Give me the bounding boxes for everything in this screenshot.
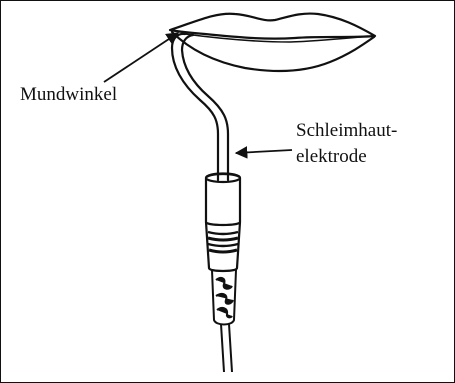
- connector: [212, 270, 236, 325]
- label-schleimhaut-line1: Schleimhaut-: [296, 120, 397, 142]
- mundwinkel-arrow: [104, 33, 178, 82]
- label-schleimhaut-line2: elektrode: [296, 146, 367, 168]
- electrode-handle: [206, 174, 240, 272]
- lips: [170, 14, 375, 71]
- upper-lip: [170, 14, 375, 39]
- label-mundwinkel: Mundwinkel: [20, 84, 117, 106]
- cable: [221, 324, 232, 372]
- grip-bands: [208, 232, 238, 252]
- electrode-wire: [172, 34, 228, 180]
- schleimhaut-arrow: [236, 150, 292, 153]
